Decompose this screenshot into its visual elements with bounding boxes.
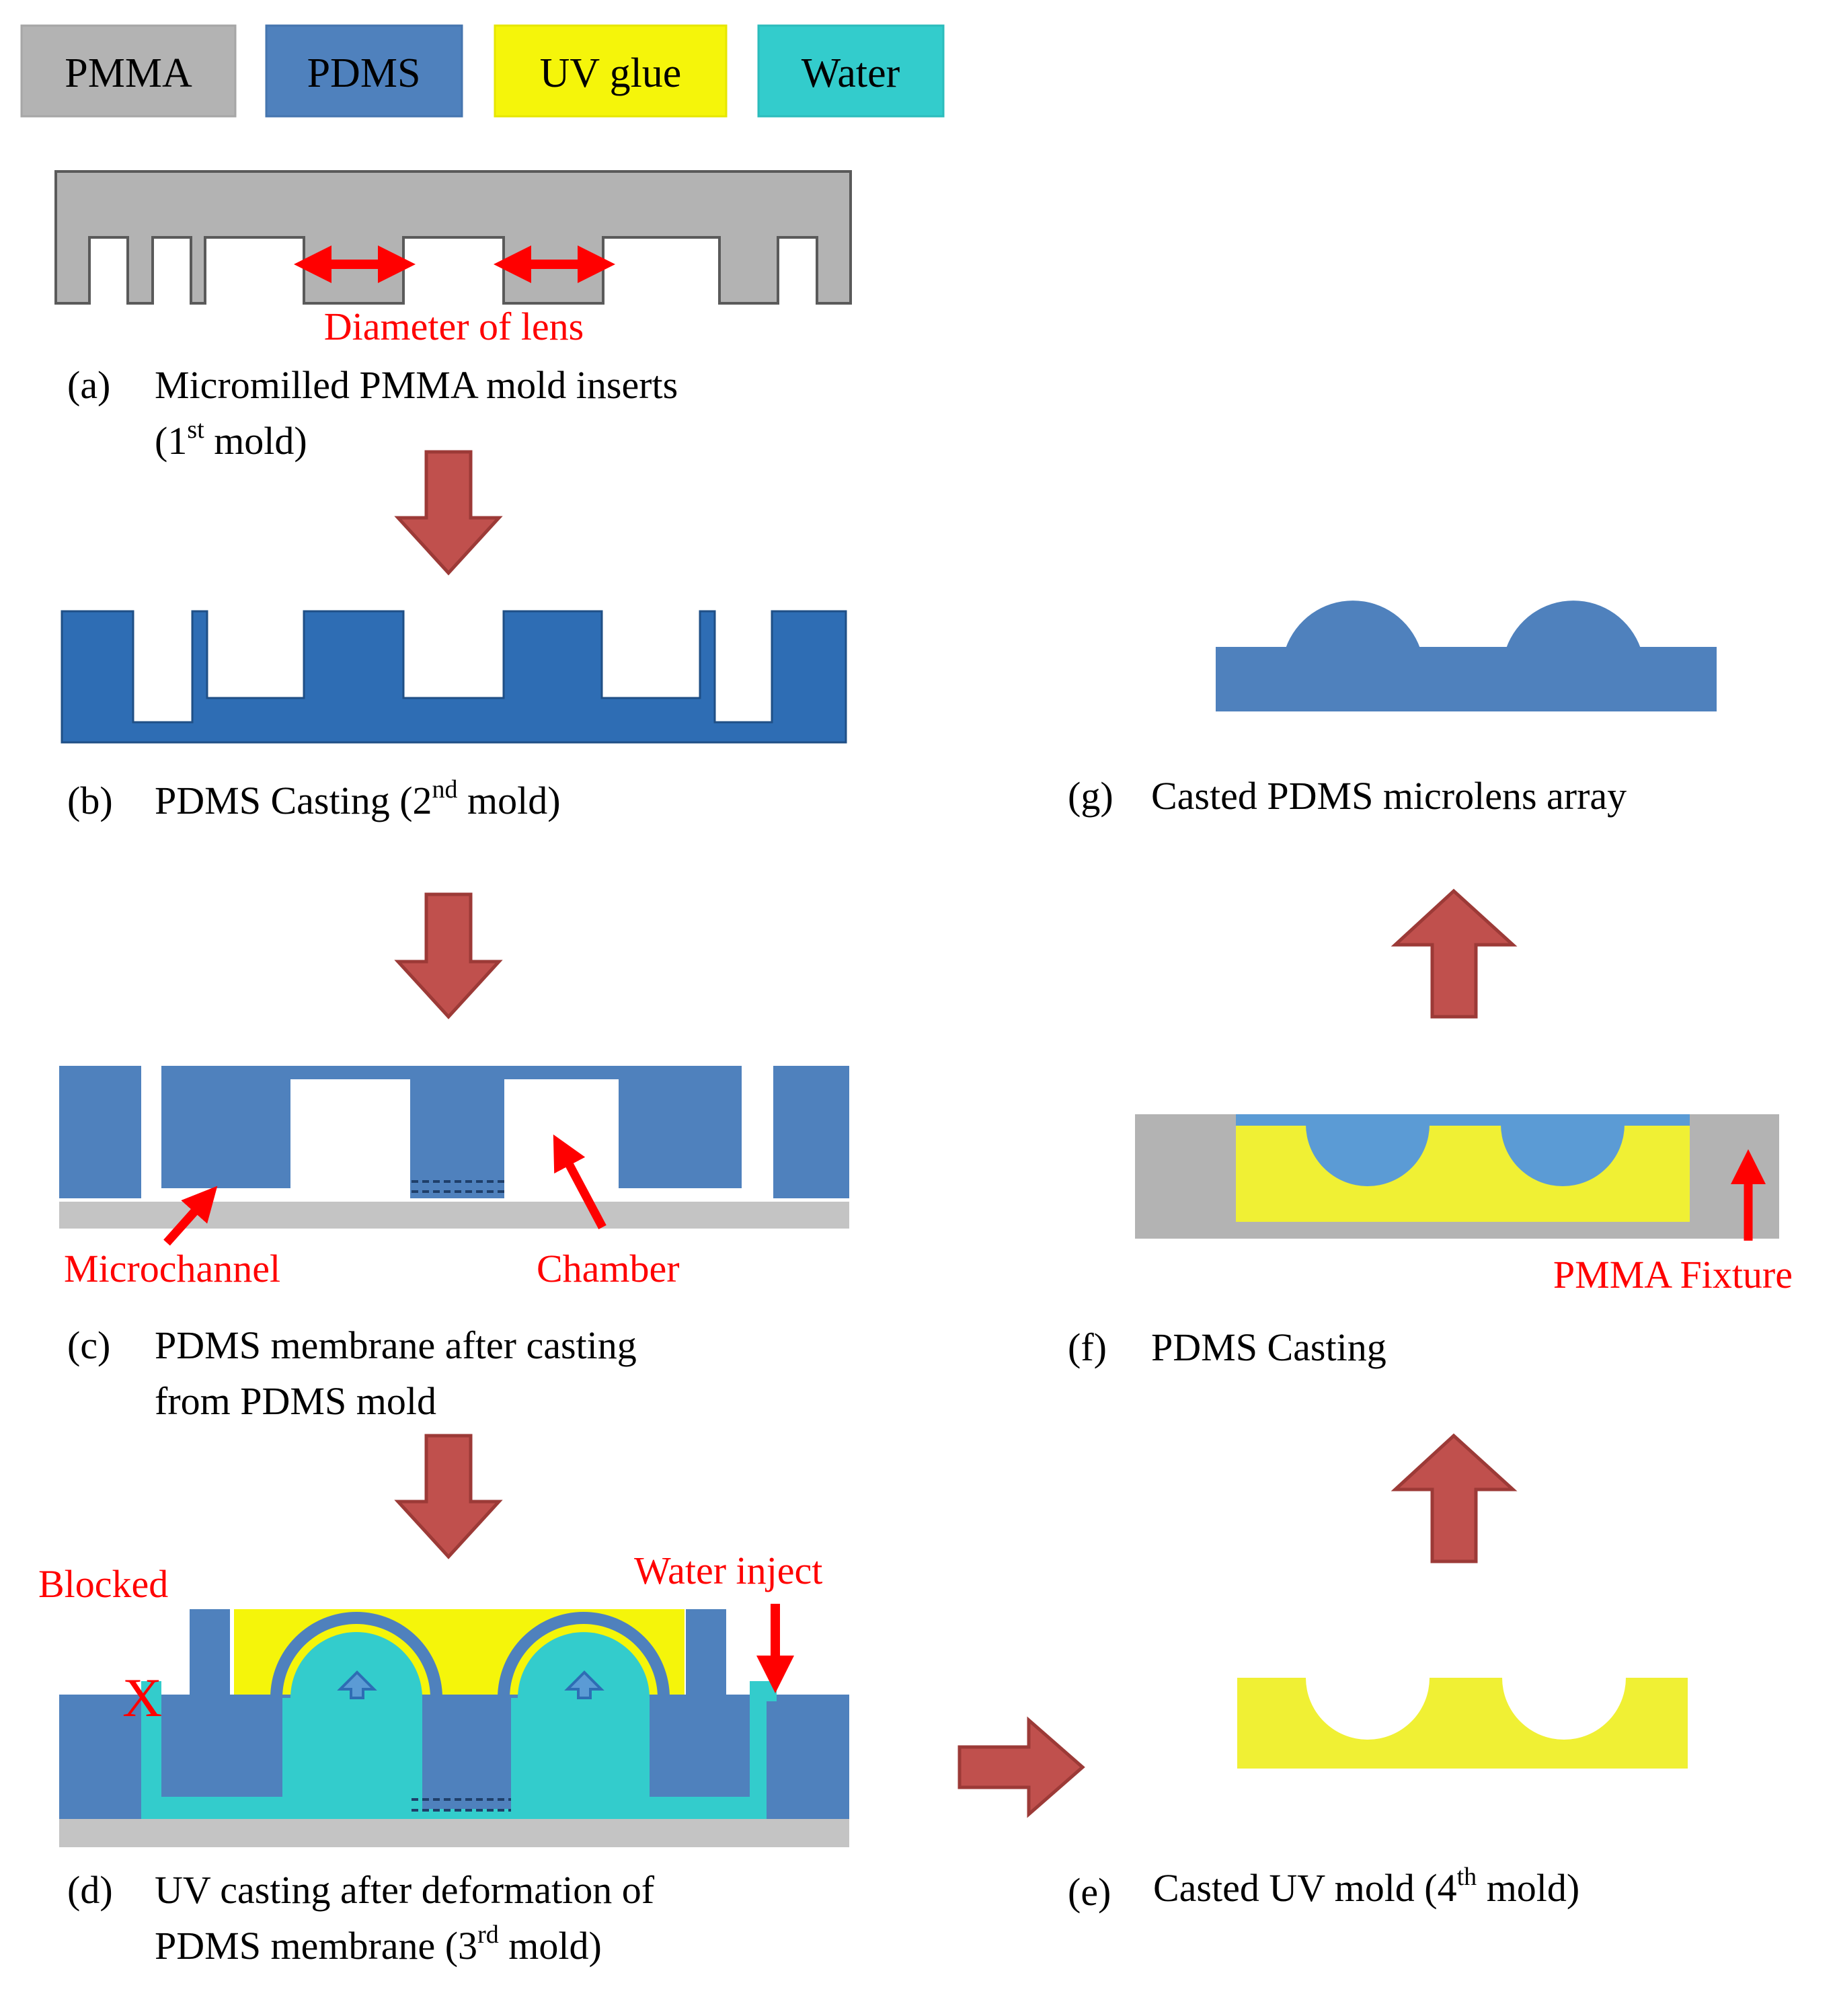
caption-d-line2-sup: rd [477, 1921, 499, 1949]
caption-a-line1: Micromilled PMMA mold inserts [155, 363, 678, 407]
process-arrow-up-2 [1391, 888, 1518, 1019]
pdms-lens-fill-right [1501, 1124, 1625, 1186]
caption-c-line1: PDMS membrane after casting [155, 1323, 637, 1367]
caption-f: PDMS Casting [1151, 1325, 1386, 1369]
legend-swatch-water [757, 24, 945, 118]
caption-c-line2: from PDMS mold [155, 1379, 436, 1423]
step-b: (b) PDMS Casting (2nd mold) [61, 610, 847, 822]
caption-letter-f: (f) [1068, 1325, 1107, 1369]
caption-a-line2-sup: st [187, 416, 204, 444]
step-e: (e) Casted UV mold (4th mold) [1068, 1678, 1688, 1914]
caption-e-sup: th [1457, 1863, 1477, 1891]
legend-item-pdms: PDMS [265, 24, 463, 118]
pdms-lens-fill-left [1306, 1124, 1430, 1186]
caption-letter-g: (g) [1068, 774, 1113, 818]
step-a: Diameter of lens (a) Micromilled PMMA mo… [54, 170, 852, 463]
annotation-microchannel: Microchannel [64, 1247, 280, 1290]
caption-e-post: mold) [1477, 1866, 1579, 1910]
annotation-pmma-fixture: PMMA Fixture [1553, 1253, 1793, 1296]
process-arrow-right [957, 1716, 1085, 1818]
caption-letter-b: (b) [67, 779, 113, 822]
process-arrow-down-2 [394, 892, 503, 1019]
legend-item-water: Water [757, 24, 945, 118]
pdms-inner-block [161, 1695, 750, 1809]
step-f: PMMA Fixture (f) PDMS Casting [1068, 1114, 1793, 1369]
process-arrow-up-1 [1391, 1433, 1518, 1563]
water-dome-right [518, 1632, 650, 1809]
caption-d-line1: UV casting after deformation of [155, 1868, 655, 1912]
microchannel-pointer-arrow [163, 1186, 218, 1246]
legend-swatch-uv-glue [494, 24, 728, 118]
caption-a-line2-post: mold) [204, 419, 307, 463]
pdms-microlens-right [1506, 600, 1641, 648]
legend-label-water: Water [802, 50, 900, 96]
caption-d-line2: PDMS membrane (3rd mold) [155, 1921, 602, 1968]
caption-d-line2-post: mold) [499, 1924, 602, 1968]
legend-label-pdms: PDMS [307, 50, 421, 96]
legend-swatch-pdms [265, 24, 463, 118]
process-arrow-down-1 [394, 450, 503, 576]
pdms-cast-second-mold [61, 610, 847, 744]
pdms-membrane-dome-left [270, 1612, 442, 1698]
caption-b: PDMS Casting (2nd mold) [155, 775, 561, 822]
annotation-water-inject: Water inject [634, 1549, 822, 1592]
water-right-inlet [750, 1681, 777, 1701]
caption-e: Casted UV mold (4th mold) [1153, 1863, 1579, 1910]
pdms-membrane-dome-right [498, 1612, 670, 1698]
legend-label-pmma: PMMA [65, 50, 192, 96]
caption-letter-a: (a) [67, 363, 110, 407]
caption-d-line2-pre: PDMS membrane (3 [155, 1924, 477, 1968]
legend-swatch-pmma [20, 24, 237, 118]
blocked-x-mark: X [122, 1667, 162, 1728]
caption-letter-d: (d) [67, 1868, 113, 1912]
pdms-top-layer-f [1236, 1114, 1690, 1126]
pdms-membrane-left-block [59, 1066, 141, 1198]
uv-mold-fourth [1237, 1678, 1688, 1769]
water-dome-left [290, 1632, 422, 1809]
legend: PMMA PDMS UV glue Water [20, 24, 945, 118]
step-g: (g) Casted PDMS microlens array [1068, 600, 1717, 818]
annotation-chamber: Chamber [537, 1247, 680, 1290]
legend-item-uv-glue: UV glue [494, 24, 728, 118]
pmma-mold-insert [54, 170, 852, 305]
process-arrow-down-3 [394, 1434, 503, 1559]
caption-b-post: mold) [458, 779, 561, 822]
pdms-membrane [161, 1066, 742, 1198]
chamber-pointer-arrow [553, 1134, 607, 1230]
annotation-blocked: Blocked [38, 1562, 168, 1606]
caption-b-sup: nd [432, 775, 458, 804]
pdms-right-post [686, 1609, 726, 1697]
caption-a-line2-pre: (1 [155, 419, 187, 463]
caption-g: Casted PDMS microlens array [1151, 774, 1627, 818]
pdms-microlens-base [1216, 647, 1717, 711]
annotation-diameter-of-lens: Diameter of lens [324, 305, 584, 348]
legend-item-pmma: PMMA [20, 24, 237, 118]
pdms-left-post [190, 1609, 230, 1697]
pressure-up-arrow-right [564, 1670, 604, 1699]
caption-a-line2: (1st mold) [155, 416, 307, 463]
step-c: Microchannel Chamber (c) PDMS membrane a… [59, 1066, 849, 1423]
water-left-inlet [141, 1681, 161, 1701]
pdms-membrane-right-block [773, 1066, 849, 1198]
legend-label-uv-glue: UV glue [540, 50, 682, 96]
pdms-microlens-left [1286, 600, 1420, 648]
caption-letter-e: (e) [1068, 1870, 1111, 1914]
caption-b-pre: PDMS Casting (2 [155, 779, 432, 822]
step-d: X Blocked Water inject (d) UV casting af… [38, 1549, 849, 1968]
caption-e-pre: Casted UV mold (4 [1153, 1866, 1457, 1910]
caption-letter-c: (c) [67, 1323, 110, 1367]
glass-substrate-d [59, 1819, 849, 1847]
pressure-up-arrow-left [337, 1670, 377, 1699]
